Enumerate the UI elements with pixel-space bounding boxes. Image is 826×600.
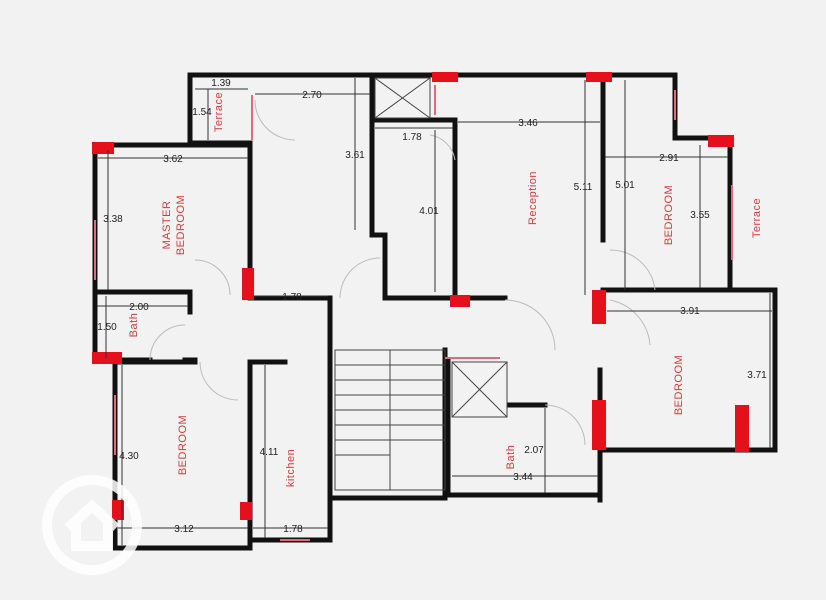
wall-master-top: [92, 142, 253, 295]
door-arc: [429, 134, 456, 161]
dim-label: 4.01: [419, 206, 439, 217]
dimension-lines: [97, 78, 772, 545]
wall-bath-top: [92, 289, 193, 315]
door-arc: [504, 299, 556, 351]
dim-label: 3.55: [690, 210, 710, 221]
dim-label: 4.11: [260, 447, 279, 458]
dim-label: 1.39: [211, 78, 231, 89]
dim-label: 4.30: [119, 451, 139, 462]
dim-label: 2.91: [659, 153, 679, 164]
door-arc: [194, 259, 231, 296]
dim-label: 2.70: [302, 90, 322, 101]
dim-label: 3.62: [163, 154, 183, 165]
watermark-logo: [42, 475, 142, 575]
wall-kitchen: [247, 295, 333, 543]
dimension-labels: 1.39 1.54 2.70 3.61 1.78 3.46 3.62 3.38 …: [97, 78, 767, 535]
shaft-top: [374, 77, 431, 119]
door-arc: [609, 299, 651, 346]
wall-inner-left: [369, 117, 508, 301]
dim-label: 2.07: [524, 445, 544, 456]
stairs: [334, 349, 446, 491]
details: [149, 77, 656, 491]
dim-label: 2.00: [129, 302, 149, 313]
wall-bedroom-right-bottom: [600, 287, 778, 453]
room-label-terrace-left: Terrace: [213, 92, 225, 132]
door-arc: [339, 257, 381, 299]
room-label-bedroom-right-top: BEDROOM: [663, 185, 675, 245]
room-label-bedroom-left: BEDROOM: [177, 415, 189, 475]
room-label-kitchen: kitchen: [285, 449, 297, 487]
dim-label: 1.78: [282, 292, 302, 303]
door-arc: [609, 249, 656, 291]
dim-label: 1.78: [402, 132, 422, 143]
room-label-bath-left: Bath: [128, 313, 140, 338]
dim-label: 3.44: [513, 472, 533, 483]
dim-label: 1.50: [97, 322, 117, 333]
door-arc: [544, 404, 586, 446]
wall-bath-center: [445, 357, 603, 498]
dim-label: 5.01: [615, 180, 635, 191]
door-arc: [199, 361, 239, 401]
dim-label: 3.71: [747, 370, 767, 381]
dim-label: 3.46: [518, 118, 538, 129]
room-label-master-2: BEDROOM: [175, 195, 187, 255]
dim-label: 1.54: [192, 107, 212, 118]
dim-label: 3.61: [345, 150, 365, 161]
door-arc: [149, 324, 186, 361]
room-label-reception: Reception: [527, 171, 539, 225]
shaft-center: [451, 361, 508, 418]
room-label-bath-center: Bath: [505, 445, 517, 470]
dim-label: 5.11: [574, 182, 593, 193]
dim-label: 1.78: [283, 524, 303, 535]
dim-label: 3.38: [103, 214, 123, 225]
wall-top-right: [369, 72, 733, 293]
room-label-terrace-right: Terrace: [751, 198, 763, 238]
dim-label: 3.12: [174, 524, 194, 535]
column-marks: [92, 72, 749, 520]
room-label-master-1: MASTER: [161, 201, 173, 250]
windows: [94, 85, 733, 541]
room-labels: Terrace MASTER BEDROOM Bath BEDROOM kitc…: [128, 92, 763, 487]
door-arc: [254, 99, 296, 141]
room-label-bedroom-right-bottom: BEDROOM: [673, 355, 685, 415]
dim-label: 3.91: [680, 306, 700, 317]
